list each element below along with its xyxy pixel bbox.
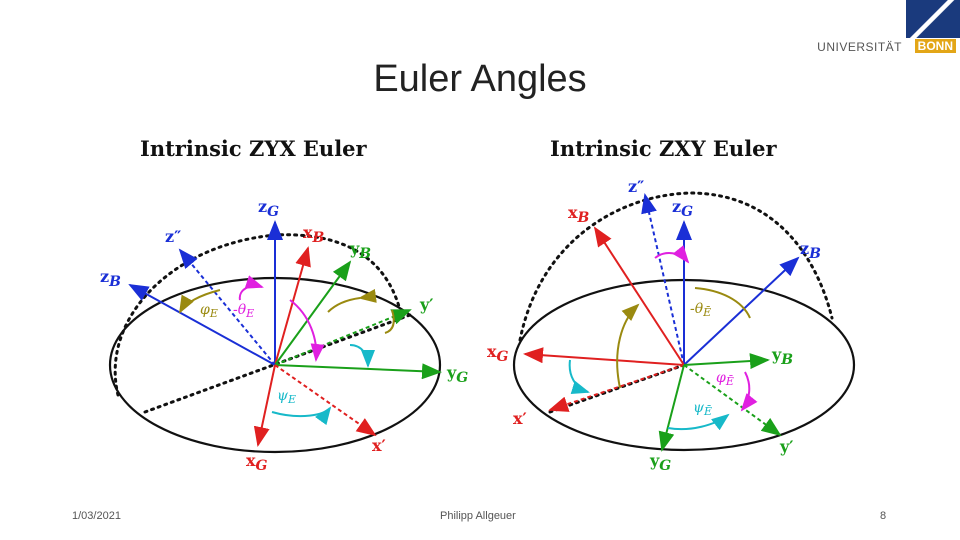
zxy-theta-arc-3 <box>694 287 751 319</box>
logo-university-text: UNIVERSITÄT <box>817 40 902 54</box>
zxy-xp-label: x′ <box>513 409 527 428</box>
slide-title: Euler Angles <box>373 58 587 100</box>
zyx-psi-label: ψE <box>277 388 296 406</box>
zxy-xG-label: xG <box>487 342 509 365</box>
zyx-title: Intrinsic ZYX Euler <box>140 136 368 161</box>
zxy-yp-axis <box>683 364 782 437</box>
zxy-yB-axis <box>683 353 770 370</box>
zxy-zpp-axis <box>641 193 685 366</box>
zyx-yB-label: yB <box>349 239 371 262</box>
zyx-diagram: Intrinsic ZYX Euler zG xB yB z″ zB y′ yG… <box>100 136 468 474</box>
zxy-dotted-arc <box>518 191 834 342</box>
zyx-theta-label: -θE <box>233 302 254 320</box>
zyx-xG-axis <box>253 364 276 447</box>
zxy-xp-axis <box>548 364 685 412</box>
zyx-yG-axis <box>274 363 442 380</box>
footer-date: 1/03/2021 <box>72 510 121 522</box>
zyx-zB-label: zB <box>100 267 121 290</box>
zyx-yB-axis <box>274 260 352 366</box>
zxy-xB-label: xB <box>568 203 590 226</box>
zxy-zpp-label: z″ <box>628 177 644 196</box>
footer-author: Philipp Allgeuer <box>440 510 516 522</box>
zyx-zG-label: zG <box>258 197 279 220</box>
logo-stripe <box>906 0 960 38</box>
zyx-phi-label: φE <box>200 302 218 320</box>
zxy-theta-arc <box>654 245 690 264</box>
zyx-xG-label: xG <box>246 451 268 474</box>
zxy-yG-axis <box>658 364 685 452</box>
zxy-xG-axis <box>523 347 685 366</box>
zyx-theta-arc <box>238 275 264 301</box>
footer-page-number: 8 <box>880 510 887 522</box>
zyx-psi-arc <box>349 344 375 368</box>
zxy-phi-arc <box>740 371 758 412</box>
zyx-zpp-axis <box>178 248 276 366</box>
zyx-xB-label: xB <box>303 223 325 246</box>
logo-city-text: BONN <box>914 39 956 53</box>
zyx-xp-axis <box>274 364 377 437</box>
zyx-dotted-arc <box>113 233 402 397</box>
zxy-zB-label: zB <box>800 239 821 262</box>
zyx-phi-arc-2 <box>327 288 377 313</box>
zxy-psi-arc-2 <box>667 413 730 431</box>
zxy-theta-label: -θĒ <box>690 301 711 319</box>
zyx-zB-axis <box>128 284 276 366</box>
zyx-yG-label: yG <box>446 363 468 386</box>
university-logo: UNIVERSITÄT BONN <box>800 0 960 60</box>
zyx-phi-arc <box>179 289 221 314</box>
zxy-zB-axis <box>683 256 800 366</box>
zxy-yp-label: y′ <box>779 437 794 456</box>
zyx-xB-axis <box>274 246 311 366</box>
zxy-theta-arc-2 <box>616 303 640 389</box>
zxy-yB-label: yB <box>771 345 793 368</box>
zxy-psi-arc <box>568 359 590 394</box>
zxy-phi-label: φĒ <box>716 370 734 388</box>
zyx-theta-arc-2 <box>289 299 325 362</box>
zyx-phi-arc-3 <box>384 309 395 334</box>
zxy-diagram: Intrinsic ZXY Euler z″ zG xB zB xG yB x′… <box>487 136 856 474</box>
zxy-yG-label: yG <box>649 451 671 474</box>
zxy-title: Intrinsic ZXY Euler <box>550 136 778 161</box>
zyx-yp-axis <box>274 309 412 366</box>
zxy-psi-label: ψĒ <box>693 400 712 418</box>
zyx-yp-label: y′ <box>419 295 434 314</box>
zyx-xp-label: x′ <box>372 436 386 455</box>
zxy-xB-axis <box>593 226 685 366</box>
zyx-psi-arc-2 <box>271 406 332 426</box>
zxy-zG-label: zG <box>672 197 693 220</box>
zyx-zpp-label: z″ <box>165 227 181 246</box>
